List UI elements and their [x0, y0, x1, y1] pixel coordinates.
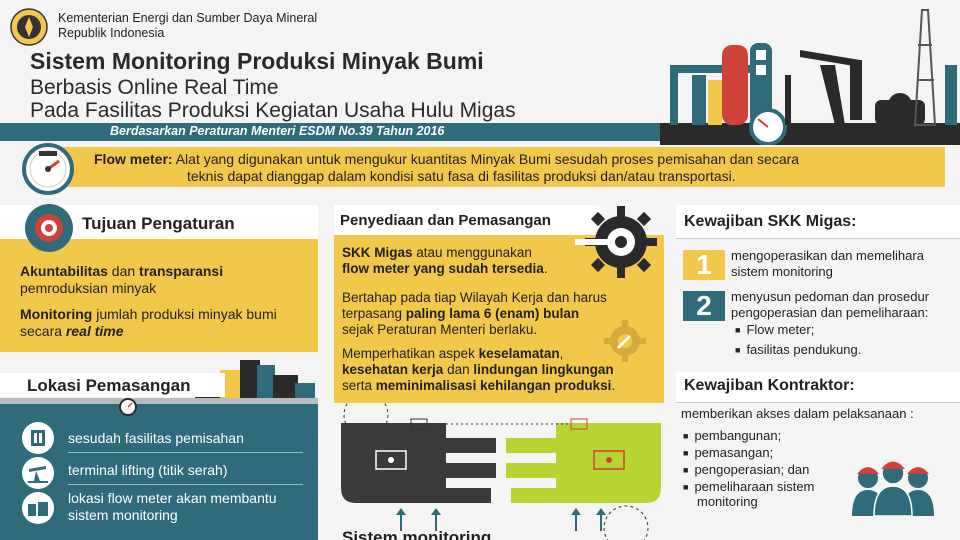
- flow-meter-gauge-icon: [22, 143, 74, 195]
- tujuan-p1-line2: pemroduksian minyak: [20, 280, 157, 296]
- lokasi-item-1: sesudah fasilitas pemisahan: [68, 430, 244, 446]
- tujuan-point-2: Monitoring jumlah produksi minyak bumi s…: [20, 306, 315, 340]
- penyediaan-p3-comma: ,: [559, 346, 564, 361]
- monitoring-text: Monitoring: [20, 306, 93, 322]
- penyediaan-title: Penyediaan dan Pemasangan: [340, 212, 551, 229]
- number-badge-1: 1: [683, 250, 725, 280]
- kontraktor-item-2: pemasangan;: [683, 445, 828, 462]
- skk-migas-text: SKK Migas: [342, 245, 413, 260]
- penyediaan-header-bg: [334, 205, 599, 235]
- flow-meter-definition: Flow meter: Alat yang digunakan untuk me…: [94, 151, 934, 185]
- lokasi-divider-2: [68, 484, 303, 485]
- kontraktor-item-3: pengoperasian; dan: [683, 462, 828, 479]
- lindungan-lingkungan-text: lindungan lingkungan: [473, 362, 614, 377]
- penyediaan-p1-end: .: [543, 261, 548, 276]
- page-subtitle-2: Pada Fasilitas Produksi Kegiatan Usaha H…: [30, 99, 516, 122]
- org-line-1: Kementerian Energi dan Sumber Daya Miner…: [58, 11, 318, 25]
- workers-helmet-icon: [852, 461, 934, 516]
- flow-meter-tersedia-text: flow meter yang sudah tersedia: [342, 261, 544, 276]
- tujuan-p2-line1: jumlah produksi minyak bumi: [92, 306, 277, 322]
- skk-bullet-2: fasilitas pendukung.: [735, 342, 861, 359]
- skk-title: Kewajiban SKK Migas:: [684, 213, 857, 230]
- keselamatan-text: keselamatan: [478, 346, 560, 361]
- small-gear-icon: [604, 320, 646, 362]
- regulation-text: Berdasarkan Peraturan Menteri ESDM No.39…: [110, 124, 445, 138]
- kontraktor-item-1: pembangunan;: [683, 428, 828, 445]
- skk-item-2-line2: pengoperasian dan pemeliharaan:: [731, 305, 929, 320]
- page-title: Sistem Monitoring Produksi Minyak Bumi: [30, 48, 484, 74]
- target-icon: [25, 204, 73, 252]
- kontraktor-header-bg: [676, 372, 960, 402]
- lokasi-item-2: terminal lifting (titik serah): [68, 462, 228, 478]
- skk-item-1: mengoperasikan dan memelihara sistem mon…: [731, 248, 956, 280]
- tujuan-panel: [0, 238, 318, 352]
- gear-wrench-icon: [575, 206, 657, 278]
- number-badge-2: 2: [683, 291, 725, 321]
- penyediaan-p3-dan: dan: [443, 362, 474, 377]
- lokasi-header-bg: [0, 373, 225, 397]
- regulation-ribbon: [0, 123, 700, 141]
- penyediaan-p3-end: .: [611, 378, 616, 393]
- pipeline-meter-icon: [119, 398, 137, 416]
- penyediaan-p2-line2a: terpasang: [342, 306, 406, 321]
- real-time-text: real time: [65, 323, 124, 339]
- pipeline-line: [0, 398, 318, 404]
- penyediaan-p2-line1: Bertahap pada tiap Wilayah Kerja dan har…: [342, 290, 607, 305]
- skk-item-2-line1: menyusun pedoman dan prosedur: [731, 289, 930, 304]
- akuntabilitas-text: Akuntabilitas: [20, 263, 108, 279]
- lokasi-title: Lokasi Pemasangan: [27, 376, 191, 395]
- penyediaan-p3-serta: serta: [342, 378, 376, 393]
- tanks-icon: [22, 492, 54, 524]
- separator-facility-icon: [22, 422, 54, 454]
- ministry-logo-icon: [10, 8, 48, 46]
- skk-item-1-line1: mengoperasikan dan memelihara: [731, 248, 924, 263]
- lokasi-divider-1: [68, 452, 303, 453]
- skk-header-bg: [676, 205, 960, 238]
- penyediaan-p3-a: Memperhatikan aspek: [342, 346, 479, 361]
- skk-item-2: menyusun pedoman dan prosedur pengoperas…: [731, 289, 956, 321]
- flow-line-2: teknis dapat dianggap dalam kondisi satu…: [187, 168, 736, 184]
- page-subtitle-1: Berbasis Online Real Time: [30, 76, 279, 99]
- flow-line-1: Alat yang digunakan untuk mengukur kuant…: [175, 151, 800, 167]
- tujuan-title: Tujuan Pengaturan: [82, 214, 235, 233]
- kontraktor-title: Kewajiban Kontraktor:: [684, 377, 855, 394]
- tujuan-p1-connector: dan: [107, 263, 140, 279]
- flow-meter-term: Flow meter:: [94, 151, 173, 167]
- enam-bulan-text: paling lama 6 (enam) bulan: [405, 306, 580, 321]
- organization-name: Kementerian Energi dan Sumber Daya Miner…: [58, 11, 317, 41]
- kontraktor-intro: memberikan akses dalam pelaksanaan :: [681, 406, 914, 421]
- skk-divider: [676, 238, 960, 239]
- tujuan-point-1: Akuntabilitas dan transparansi pemroduks…: [20, 263, 310, 297]
- lokasi-item-3: lokasi flow meter akan membantu: [68, 490, 277, 506]
- org-line-2: Republik Indonesia: [58, 26, 165, 40]
- tujuan-p2-line2: secara: [20, 323, 66, 339]
- handshake-network-illustration: [341, 403, 661, 540]
- kehilangan-produksi-text: meminimalisasi kehilangan produksi: [375, 378, 612, 393]
- kontraktor-item-4-line2: monitoring: [697, 494, 758, 509]
- skk-item-1-line2: sistem monitoring: [731, 264, 833, 279]
- pumpjack-icon: [22, 457, 54, 489]
- transparansi-text: transparansi: [139, 263, 224, 279]
- kontraktor-item-4: pemeliharaan sistem: [683, 479, 828, 496]
- penyediaan-point-1: SKK Migas atau menggunakan flow meter ya…: [342, 245, 662, 277]
- penyediaan-p2-line3: sejak Peraturan Menteri berlaku.: [342, 322, 538, 337]
- flow-meter-band: [60, 147, 945, 187]
- lokasi-item-4: sistem monitoring: [68, 507, 178, 523]
- skk-bullet-1: Flow meter;: [735, 322, 814, 339]
- penyediaan-point-3: Memperhatikan aspek keselamatan, kesehat…: [342, 346, 662, 394]
- kesehatan-kerja-text: kesehatan kerja: [342, 362, 444, 377]
- penyediaan-p1-line1: atau menggunakan: [412, 245, 532, 260]
- oil-facility-illustration: [660, 9, 960, 145]
- kontraktor-divider: [676, 402, 960, 403]
- sistem-monitoring-caption: Sistem monitoring: [342, 528, 492, 540]
- penyediaan-point-2: Bertahap pada tiap Wilayah Kerja dan har…: [342, 290, 662, 338]
